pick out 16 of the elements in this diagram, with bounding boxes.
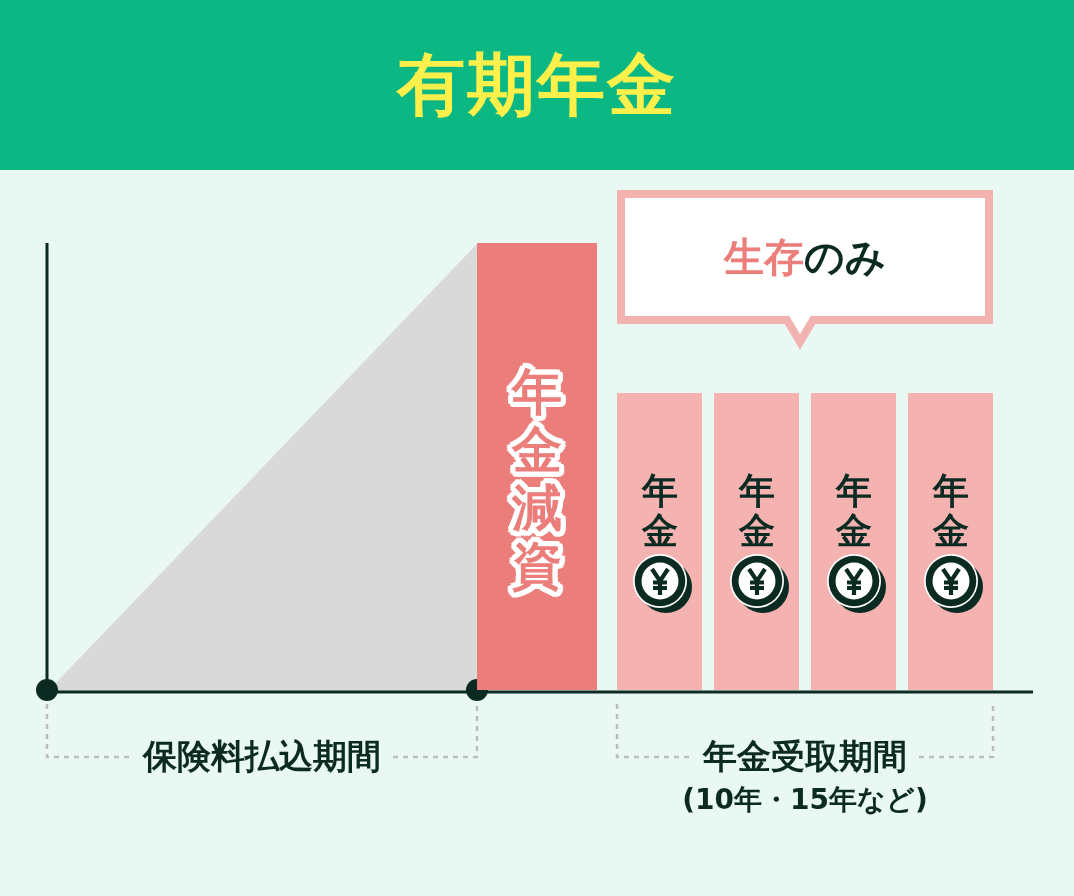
period-label: 年金受取期間: [703, 738, 907, 776]
title: 有期年金: [397, 49, 677, 121]
bar: [714, 393, 799, 690]
speech-bubble: [617, 190, 993, 352]
bar-label: 年金減資: [506, 357, 568, 601]
period-label: 保険料払込期間: [143, 738, 381, 776]
bar: [908, 393, 993, 690]
period-label: (10年・15年など): [682, 784, 928, 816]
bar-label: 年金: [738, 471, 775, 551]
bar-label: 年金: [932, 471, 969, 551]
bar: [617, 393, 702, 690]
bar: [811, 393, 896, 690]
bar-label: 年金: [641, 471, 678, 551]
bar: [477, 243, 597, 690]
bar-label: 年金: [835, 471, 872, 551]
bubble-text: 生存のみ: [724, 235, 886, 279]
